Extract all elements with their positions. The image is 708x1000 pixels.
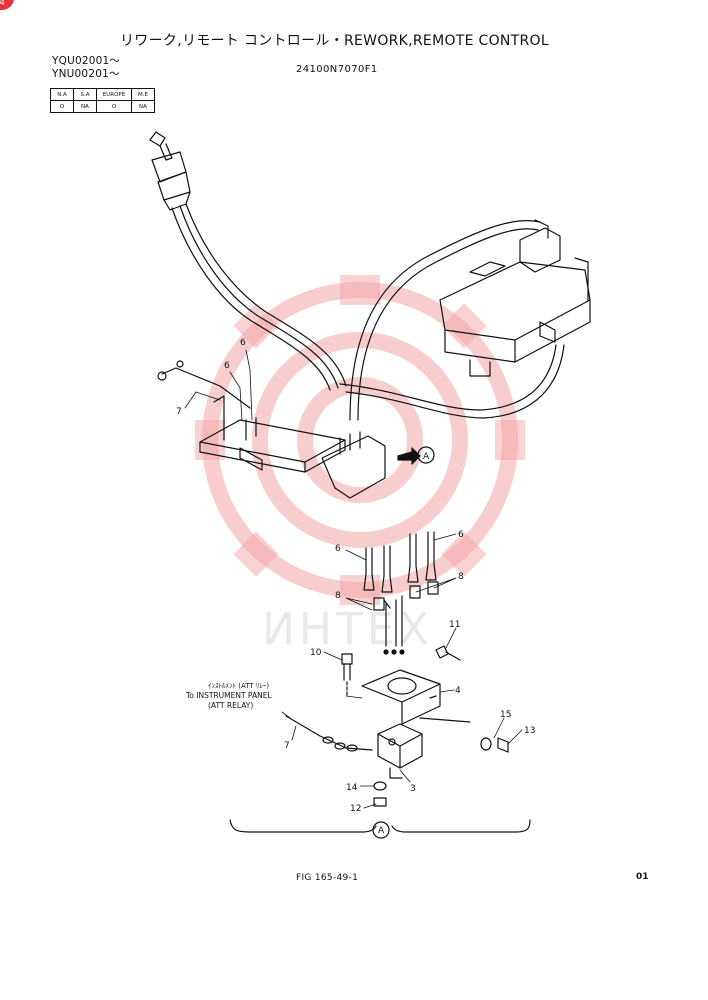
page-title: リワーク,リモート コントロール・REWORK,REMOTE CONTROL xyxy=(120,33,549,49)
callout-15: 15 xyxy=(500,710,511,720)
callout-3: 3 xyxy=(410,784,416,794)
callout-6-upper-a: 6 xyxy=(240,338,246,348)
region-value-na: O xyxy=(50,100,74,113)
bracket-4 xyxy=(361,669,471,725)
note-att-relay: (ATT RELAY) xyxy=(208,701,254,710)
callout-12: 12 xyxy=(350,804,361,814)
view-a-marker-lower: A xyxy=(378,826,385,836)
callout-6-upper-b: 6 xyxy=(224,361,230,371)
view-a-marker-upper: A xyxy=(423,452,430,462)
watermark-text: ИНТЕХ xyxy=(262,604,433,655)
serial-range-1: YQU02001～ xyxy=(52,55,121,67)
serial-range-2: YNU00201～ xyxy=(52,68,120,80)
hose-ends-exploded xyxy=(363,531,437,593)
document-number: 24100N7070F1 xyxy=(296,64,378,75)
leader-lines xyxy=(184,349,523,809)
corner-badge: 4 xyxy=(0,0,14,10)
hose-block-to-valve xyxy=(339,220,565,421)
bracket-assembly xyxy=(199,395,386,499)
callout-6-right: 6 xyxy=(458,530,464,540)
pressure-switch-3 xyxy=(377,723,423,779)
region-value-row: O NA O NA xyxy=(50,100,155,113)
bolt-10 xyxy=(341,653,353,697)
wire-harness-lower xyxy=(285,715,373,752)
note-instrument-panel: To INSTRUMENT PANEL xyxy=(186,691,272,700)
view-a-bracket-line xyxy=(229,819,531,839)
hose-joystick-to-block xyxy=(171,203,347,391)
callout-7-lower: 7 xyxy=(284,741,290,751)
wire-harness-upper xyxy=(157,360,251,409)
callout-8-left: 8 xyxy=(335,591,341,601)
connectors-exploded xyxy=(373,581,439,655)
callout-7-upper: 7 xyxy=(176,407,182,417)
callout-6-left: 6 xyxy=(335,544,341,554)
note-japanese: ｲﾝｽﾄﾙﾒﾝﾄ (ATT ﾘﾚｰ) xyxy=(208,682,270,690)
callout-8-right: 8 xyxy=(458,572,464,582)
callout-10: 10 xyxy=(310,648,322,658)
callout-13: 13 xyxy=(524,726,535,736)
callout-4: 4 xyxy=(455,686,461,696)
joystick-lever xyxy=(149,131,191,211)
callout-11: 11 xyxy=(449,620,460,630)
callout-14: 14 xyxy=(346,783,358,793)
figure-number: FIG 165-49-1 xyxy=(296,873,359,883)
bolt-11 xyxy=(435,645,461,661)
page-number: 01 xyxy=(636,872,649,882)
washer-nut-right xyxy=(480,737,509,753)
washer-nut xyxy=(373,781,387,807)
region-value-me: NA xyxy=(131,100,155,113)
control-valve-block xyxy=(439,219,591,377)
view-a-arrow xyxy=(397,446,435,465)
region-applicability-table: N.A S.A EUROPE M.E O NA O NA xyxy=(50,88,155,113)
